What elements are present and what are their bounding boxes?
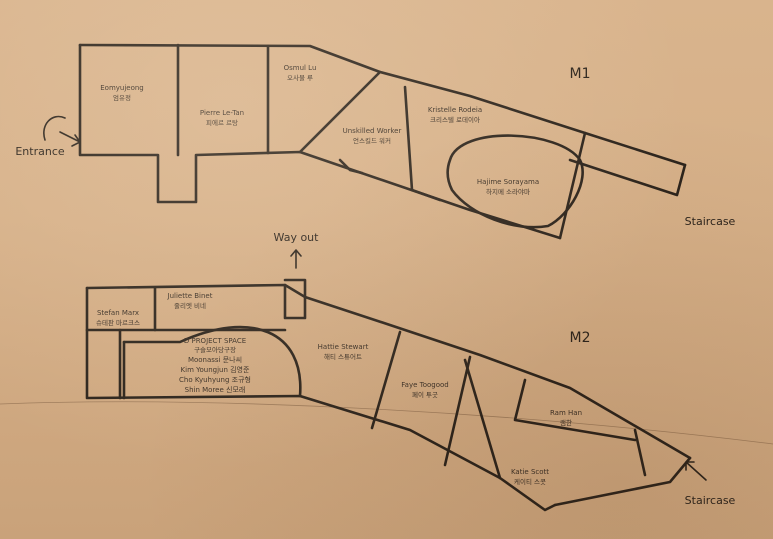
d-project-line2: 구슬모아당구장 bbox=[194, 345, 236, 354]
m2-wall-faye-katie bbox=[443, 355, 472, 467]
room-katie-en: Katie Scott bbox=[511, 468, 549, 476]
floor-m1-plan bbox=[78, 43, 687, 240]
room-pierre-ko: 피에르 르탕 bbox=[206, 118, 238, 127]
room-stefan-ko: 슈테판 마르크스 bbox=[96, 318, 140, 327]
room-unskilled-ko: 언스킬드 워커 bbox=[353, 136, 391, 145]
room-eomyujeong-ko: 엄유정 bbox=[113, 93, 131, 102]
room-osamu-en: Osmul Lu bbox=[284, 64, 317, 72]
d-project-line4: Kim Youngjun 김영준 bbox=[181, 365, 250, 374]
m1-right-bay bbox=[558, 131, 687, 240]
m1-wall-notch bbox=[338, 158, 364, 175]
room-ram-en: Ram Han bbox=[550, 409, 582, 417]
entrance-label: Entrance bbox=[15, 145, 65, 158]
m2-right-end bbox=[553, 456, 692, 507]
m1-hajime-oval bbox=[446, 134, 584, 229]
m1-wall-osamu-unskilled bbox=[298, 70, 382, 154]
m2-wall-hattie-faye bbox=[370, 330, 402, 430]
room-juliette-en: Juliette Binet bbox=[167, 292, 213, 300]
room-osamu-ko: 오사물 루 bbox=[287, 73, 313, 82]
m1-outer-bottom-wall bbox=[78, 43, 562, 240]
room-hajime-en: Hajime Sorayama bbox=[477, 178, 539, 186]
board-seam bbox=[0, 401, 773, 445]
room-kristelle-en: Kristelle Rodeia bbox=[428, 106, 482, 114]
d-project-line6: Shin Moree 신모래 bbox=[185, 385, 246, 394]
m2-wall-faye-katie-2 bbox=[463, 358, 502, 480]
m2-wall-ram-divider bbox=[513, 378, 637, 442]
m2-wall-ram-right bbox=[633, 428, 647, 477]
m2-way-out-box bbox=[283, 278, 307, 320]
staircase-label-m2: Staircase bbox=[685, 494, 736, 507]
m1-wall-kristelle-hajime bbox=[410, 188, 442, 202]
room-juliette-ko: 줄리엣 비네 bbox=[174, 301, 206, 310]
room-ram-ko: 램한 bbox=[560, 419, 572, 427]
staircase-label-m1: Staircase bbox=[685, 215, 736, 228]
d-project-line5: Cho Kyuhyung 조규형 bbox=[179, 376, 251, 384]
m2-wall-d-project-arc bbox=[122, 325, 302, 398]
floor-label-m2: M2 bbox=[570, 330, 591, 346]
room-faye-en: Faye Toogood bbox=[401, 381, 448, 389]
room-eomyujeong-en: Eomyujeong bbox=[100, 84, 144, 92]
floor-label-m1: M1 bbox=[570, 66, 591, 82]
way-out-arrow-icon bbox=[290, 249, 302, 269]
room-pierre-en: Pierre Le-Tan bbox=[200, 109, 244, 117]
room-stefan-en: Stefan Marx bbox=[97, 309, 139, 317]
room-katie-ko: 케이티 스콧 bbox=[514, 477, 546, 486]
d-project-line3: Moonassi 문나씨 bbox=[188, 355, 242, 364]
room-unskilled-en: Unskilled Worker bbox=[343, 127, 402, 135]
staircase-arrow-icon bbox=[685, 461, 707, 481]
floor-m2-plan bbox=[85, 278, 692, 512]
room-hattie-en: Hattie Stewart bbox=[318, 343, 369, 351]
m1-wall-unskilled-kristelle bbox=[403, 85, 414, 192]
d-project-line1: D PROJECT SPACE bbox=[184, 337, 246, 345]
m2-outer-bottom-wall bbox=[85, 286, 557, 512]
room-faye-ko: 페이 투굿 bbox=[412, 390, 438, 399]
way-out-label: Way out bbox=[274, 231, 320, 244]
m1-outer-top-wall bbox=[78, 43, 687, 167]
room-hajime-ko: 하지메 소라야마 bbox=[486, 187, 530, 196]
room-hattie-ko: 해티 스튜어트 bbox=[324, 352, 362, 361]
room-kristelle-ko: 크리스텔 로데이아 bbox=[430, 115, 480, 124]
entrance-arrow-icon bbox=[43, 115, 81, 147]
